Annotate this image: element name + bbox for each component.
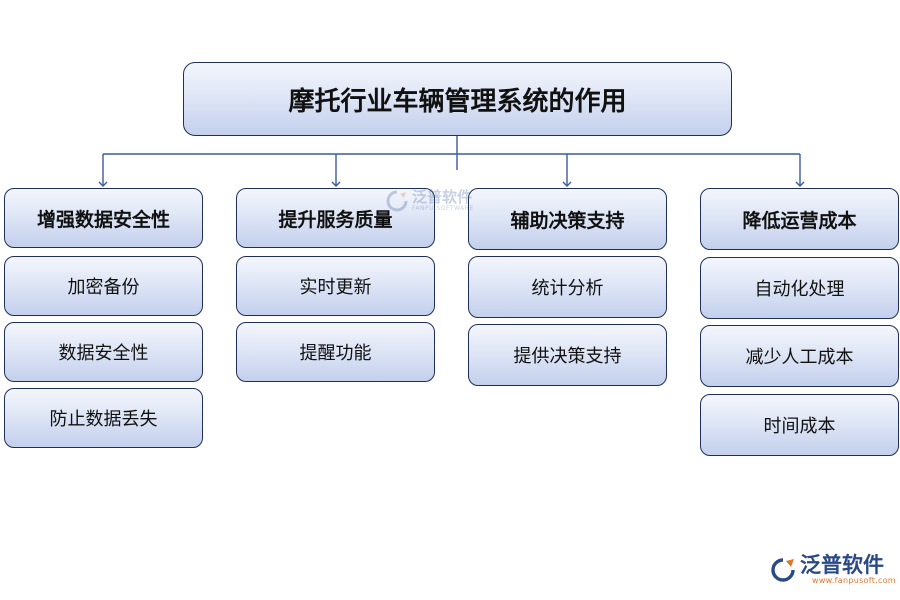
watermark-text: 泛普软件 [412,188,473,206]
item-node: 加密备份 [4,256,203,316]
logo-text: 泛普软件 [800,553,884,577]
item-label: 防止数据丢失 [49,409,158,430]
category-title: 降低运营成本 [742,209,857,232]
category-title: 辅助决策支持 [510,209,625,232]
brand-logo: 泛普软件 www.fanpusoft.com [770,554,896,585]
item-label: 数据安全性 [58,343,149,364]
category-node-decision-support: 辅助决策支持 [468,188,667,250]
item-label: 实时更新 [299,277,372,298]
fanpu-logo-icon [386,190,408,212]
item-label: 统计分析 [531,278,604,299]
item-label: 自动化处理 [754,279,845,300]
item-node: 防止数据丢失 [4,388,203,448]
item-node: 统计分析 [468,256,667,318]
item-node: 自动化处理 [700,257,899,319]
category-title: 提升服务质量 [278,208,393,231]
item-node: 时间成本 [700,394,899,456]
fanpu-logo-icon [771,557,795,582]
category-node-service-quality: 提升服务质量 [236,188,435,248]
watermark-subtext: FANPU SOFTWARE [412,205,474,212]
item-node: 提供决策支持 [468,324,667,386]
item-label: 提醒功能 [299,343,372,364]
root-title: 摩托行业车辆管理系统的作用 [288,86,627,117]
root-node: 摩托行业车辆管理系统的作用 [183,62,732,136]
item-node: 数据安全性 [4,322,203,382]
item-label: 加密备份 [67,277,140,298]
item-node: 减少人工成本 [700,325,899,387]
item-label: 时间成本 [763,416,836,437]
item-node: 实时更新 [236,256,435,316]
category-title: 增强数据安全性 [36,208,170,231]
item-node: 提醒功能 [236,322,435,382]
category-node-data-security: 增强数据安全性 [4,188,203,248]
logo-url: www.fanpusoft.com [812,576,896,585]
item-label: 减少人工成本 [745,347,854,368]
watermark: 泛普软件 FANPU SOFTWARE [386,190,474,212]
item-label: 提供决策支持 [513,346,622,367]
category-node-cost-reduction: 降低运营成本 [700,188,899,250]
